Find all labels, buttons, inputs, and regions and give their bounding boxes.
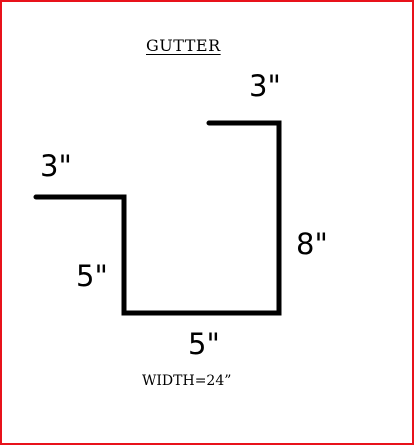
dimension-left-side: 5" bbox=[76, 259, 108, 293]
width-note: WIDTH=24” bbox=[142, 373, 232, 389]
dimension-top-left-lip: 3" bbox=[40, 149, 72, 183]
dimension-top-right-lip: 3" bbox=[249, 69, 281, 103]
gutter-profile-line bbox=[33, 120, 282, 316]
drawing-title: GUTTER bbox=[146, 36, 221, 55]
dimension-right-side: 8" bbox=[296, 227, 328, 261]
dimension-bottom: 5" bbox=[188, 327, 220, 361]
